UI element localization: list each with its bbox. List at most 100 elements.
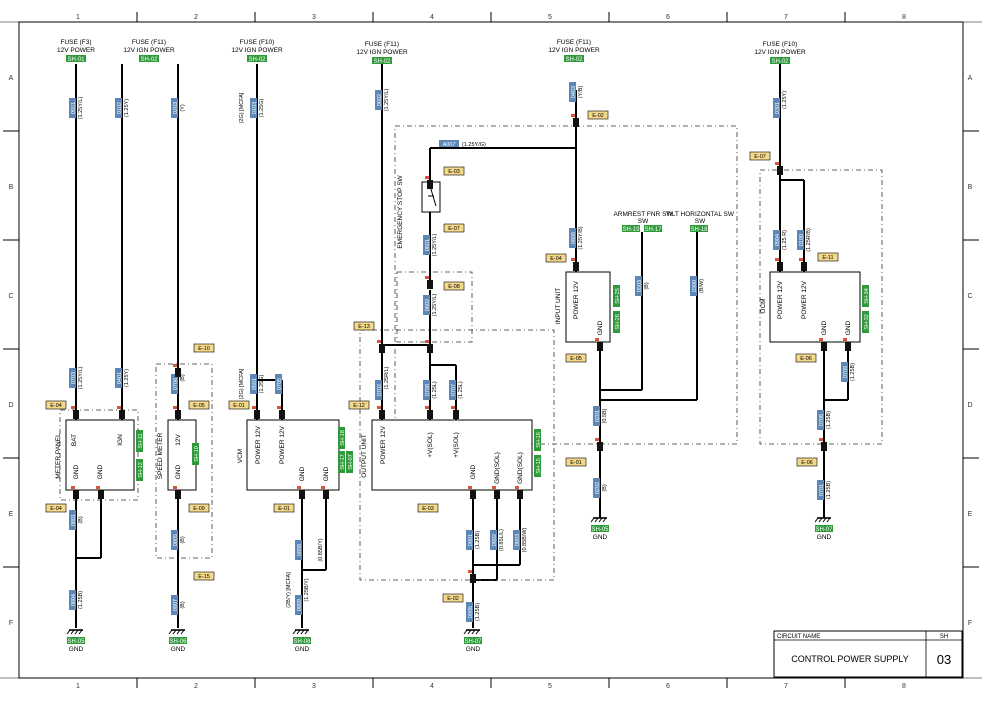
wire-spec-label: (1.25Y/G) (462, 142, 486, 148)
fuse-source-output: FUSE (F11) 12V IGN POWER SH-02 (356, 41, 408, 65)
wire-spec-label: (1.25Y/L) (78, 367, 84, 390)
svg-text:E-15: E-15 (198, 574, 210, 580)
connector-pin (799, 258, 807, 271)
svg-text:INPUT UNIT: INPUT UNIT (555, 288, 562, 324)
wire-number-tag: 0401 (115, 368, 123, 388)
svg-text:VCM: VCM (237, 449, 244, 463)
svg-text:0100: 0100 (799, 234, 805, 246)
module-meter-panel[interactable]: METER PANEL BAT IGN GND GND (55, 419, 135, 491)
svg-text:0300: 0300 (692, 280, 698, 292)
sheet-number: 03 (937, 652, 951, 667)
wire-spec-label: (1.25R/L) (384, 366, 390, 389)
title-block-label: CIRCUIT NAME (777, 634, 820, 640)
sheet-ref-tag: SH-07 (346, 451, 354, 473)
col-label: 8 (902, 683, 906, 690)
module-speed-meter[interactable]: SPEED METER 12V GND (157, 419, 197, 491)
connector-tag: E-01 (228, 400, 250, 410)
connector-pin (377, 406, 385, 419)
svg-text:E-02: E-02 (592, 113, 604, 119)
wire-number-tag: 0403 (569, 82, 577, 102)
svg-text:SH-26: SH-26 (615, 314, 621, 330)
wire-number-tag: 0707 (449, 380, 457, 400)
svg-text:0709: 0709 (843, 366, 849, 378)
svg-text:0805: 0805 (173, 534, 179, 546)
wire-spec-label: (B) (78, 516, 84, 524)
col-label: 2 (194, 14, 198, 21)
row-label: B (9, 184, 14, 191)
connector-pin (173, 406, 181, 419)
fuse-source-vcm: FUSE (F10) 12V IGN POWER SH-02 (231, 39, 283, 63)
svg-text:0707: 0707 (451, 384, 457, 396)
svg-text:GND: GND (175, 464, 182, 479)
ground-label: GND (593, 534, 608, 541)
svg-text:E-01: E-01 (278, 506, 290, 512)
svg-text:0403: 0403 (571, 86, 577, 98)
wire-spec-label: (0.5B) (602, 408, 608, 423)
svg-text:12V IGN POWER: 12V IGN POWER (356, 49, 408, 56)
svg-text:E-04: E-04 (50, 403, 62, 409)
wire-spec-label: (1.25B) (475, 603, 481, 621)
svg-text:POWER 12V: POWER 12V (777, 280, 784, 319)
svg-text:GND: GND (97, 464, 104, 479)
svg-text:0503: 0503 (637, 280, 643, 292)
connector-pin (71, 406, 79, 419)
wire-spec-label: (Y/B) (578, 86, 584, 99)
wire-number-tag: 0809 (295, 595, 303, 615)
svg-text:0807: 0807 (173, 599, 179, 611)
wire-number-tag: 0806 (569, 228, 577, 248)
wire-spec-label: (2B/Y) [MCFA] (286, 572, 292, 608)
wire-number-tag: 0903 (513, 530, 521, 550)
wire-number-tag: 0201 (593, 406, 601, 426)
svg-text:FUSE (F3): FUSE (F3) (60, 39, 91, 46)
fuse-source-meter: FUSE (F3) 12V POWER SH-01 (57, 39, 95, 63)
module-output-unit[interactable]: OUTPUT UNIT POWER 12V +V(SOL) +V(SOL) GN… (361, 419, 533, 491)
module-input-unit[interactable]: INPUT UNIT POWER 12V GND (555, 271, 611, 343)
wire-number-tag: 0709 (841, 362, 849, 382)
col-label: 1 (76, 683, 80, 690)
svg-text:SPEED METER: SPEED METER (157, 432, 164, 479)
connector-tag: E-01 (273, 503, 295, 513)
svg-text:0701: 0701 (819, 484, 825, 496)
svg-text:SH-02: SH-02 (248, 57, 266, 63)
wire-number-tag: 0808 (295, 540, 303, 560)
row-label: C (967, 293, 972, 300)
connector-pin (425, 276, 433, 289)
wire-spec-label: (2G) [MCFA] (239, 368, 245, 399)
sheet-ref-tag: SH-15 (534, 455, 542, 477)
ground-label: GND (817, 534, 832, 541)
module-ocm[interactable]: OCM POWER 12V POWER 12V GND GND (760, 271, 861, 343)
svg-text:OUTPUT UNIT: OUTPUT UNIT (361, 434, 368, 478)
connector-tag: E-11 (817, 252, 839, 262)
svg-text:0706: 0706 (819, 414, 825, 426)
grid-ticks (3, 12, 979, 688)
circuit-name: CONTROL POWER SUPPLY (791, 654, 909, 664)
sheet-ref-tag: SH-10 (192, 443, 200, 465)
svg-text:E-06: E-06 (800, 356, 812, 362)
connector-tag: E-03 (443, 166, 465, 176)
ground-label: GND (295, 646, 310, 653)
sheet-ref-tag: SH-34 (862, 285, 870, 307)
svg-text:SH-18: SH-18 (340, 430, 346, 446)
connector-pin (425, 176, 433, 189)
svg-text:12V IGN POWER: 12V IGN POWER (754, 49, 806, 56)
col-label: 1 (76, 14, 80, 21)
svg-text:FUSE (F11): FUSE (F11) (132, 39, 166, 46)
svg-text:GND(SOL): GND(SOL) (517, 452, 524, 484)
svg-text:GND: GND (299, 466, 306, 481)
wire-number-tag: 0103 (250, 98, 258, 118)
wire-spec-label: (1.25B/Y) (304, 578, 310, 601)
wire-spec-label: (1.25B) (826, 411, 832, 429)
wire-spec-label: (B) (644, 282, 650, 290)
connector-pin (277, 406, 285, 419)
connector-pin (571, 114, 579, 127)
module-vcm[interactable]: VCM POWER 12V POWER 12V GND GND (237, 419, 340, 491)
svg-text:12V IGN POWER: 12V IGN POWER (123, 47, 175, 54)
svg-text:E-03: E-03 (448, 169, 460, 175)
svg-text:E-10: E-10 (198, 346, 210, 352)
wire-spec-label: (B) (180, 374, 186, 382)
